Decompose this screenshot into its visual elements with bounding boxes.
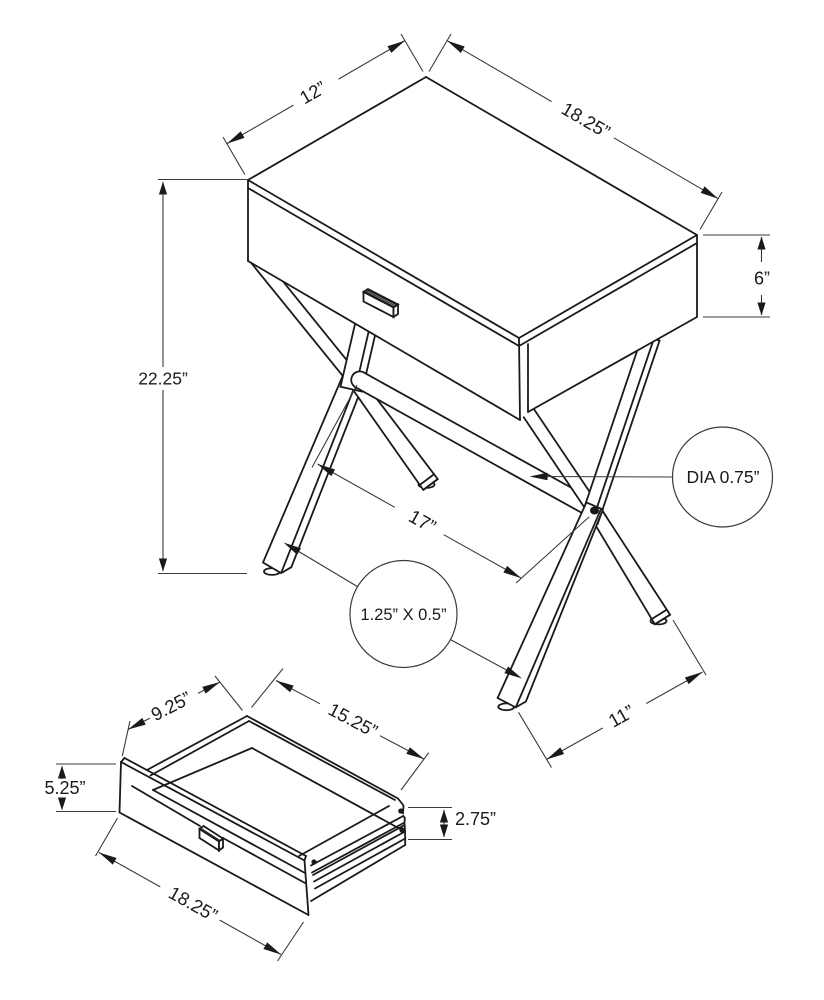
svg-text:18.25”: 18.25” <box>558 98 614 143</box>
svg-text:17”: 17” <box>405 506 439 538</box>
svg-text:9.25”: 9.25” <box>147 687 194 725</box>
svg-text:DIA 0.75”: DIA 0.75” <box>687 467 760 487</box>
svg-text:6”: 6” <box>754 269 770 289</box>
svg-text:12”: 12” <box>296 77 330 109</box>
svg-text:5.25”: 5.25” <box>44 778 85 798</box>
svg-text:2.75”: 2.75” <box>455 809 496 829</box>
svg-text:22.25”: 22.25” <box>138 369 188 389</box>
svg-text:18.25”: 18.25” <box>165 882 221 926</box>
svg-text:11”: 11” <box>605 701 638 732</box>
svg-text:1.25” X 0.5”: 1.25” X 0.5” <box>360 606 446 624</box>
svg-text:15.25”: 15.25” <box>325 699 381 742</box>
